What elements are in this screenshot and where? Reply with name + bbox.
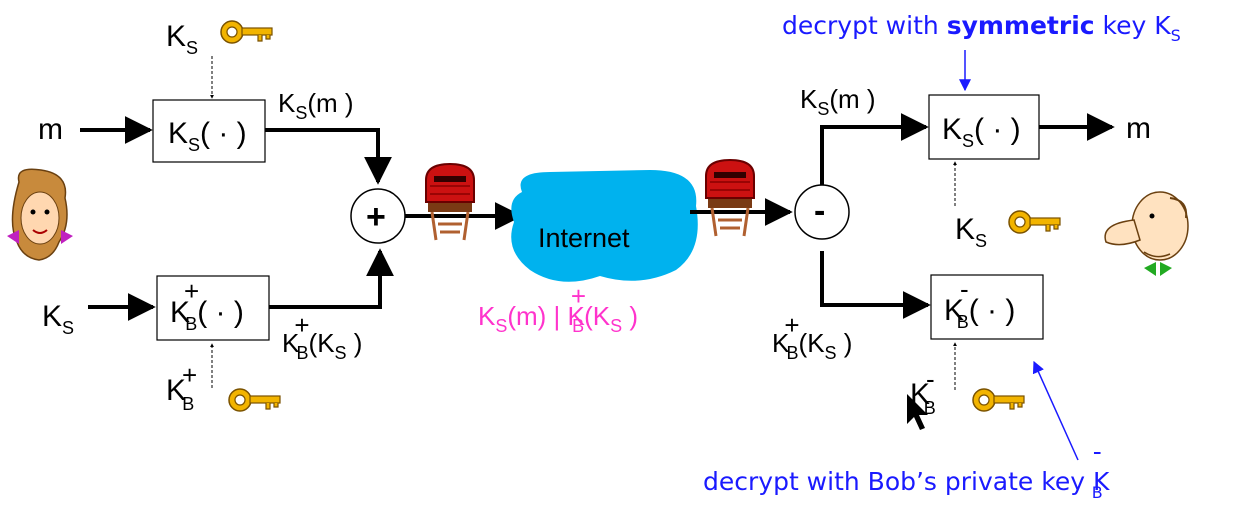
kb-private-key-label: K-B <box>910 364 936 418</box>
public-key-encrypt-box <box>156 275 270 341</box>
concatenate-symbol: + <box>366 198 386 236</box>
internet-label: Internet <box>538 223 630 253</box>
note-symmetric-decrypt: decrypt with symmetric key KS <box>782 11 1181 45</box>
key-icon <box>220 20 273 44</box>
symmetric-decrypt-label: KS( · ) <box>942 113 1021 151</box>
ks-key-label-sender: KS <box>166 20 198 58</box>
symmetric-encrypt-box <box>152 99 266 163</box>
kb-ks-receive-path <box>820 251 931 319</box>
private-key-decrypt-box <box>930 274 1044 340</box>
kb-public-key-label: K+B <box>166 360 197 414</box>
ks-m-receive-path <box>820 113 929 185</box>
note-private-decrypt: decrypt with Bob’s private key K-B <box>703 437 1110 502</box>
kb-ks-path <box>269 248 394 309</box>
kb-ks-output-label: K+B(KS ) <box>282 310 362 363</box>
symmetric-encrypt-label: KS( · ) <box>168 117 247 155</box>
ks-input-label: KS <box>42 300 74 338</box>
kb-ks-received-label: K+B(KS ) <box>772 310 852 363</box>
private-key-decrypt-label: K-B( · ) <box>944 274 1015 332</box>
ks-m-received-label: KS(m ) <box>800 84 876 119</box>
split-symbol: - <box>814 192 825 230</box>
key-icon <box>1008 210 1061 234</box>
ks-m-output-label: KS(m ) <box>278 88 354 123</box>
transmitted-message: KS(m) | K+B(KS ) <box>478 281 638 336</box>
mailbox-icon <box>424 162 476 242</box>
mailbox-icon <box>704 158 756 238</box>
ks-m-path <box>265 128 392 185</box>
ks-key-label-receiver: KS <box>955 213 987 251</box>
message-m-output: m <box>1126 112 1151 145</box>
key-icon <box>972 388 1025 412</box>
bob-icon <box>1104 191 1189 276</box>
mouse-cursor-icon <box>907 394 928 430</box>
message-m-input: m <box>38 113 63 146</box>
alice-icon <box>7 168 73 261</box>
note-pointer-bottom <box>1032 360 1079 461</box>
internet-cloud <box>511 170 698 282</box>
key-icon <box>228 388 281 412</box>
public-key-encrypt-label: K+B( · ) <box>170 276 244 334</box>
